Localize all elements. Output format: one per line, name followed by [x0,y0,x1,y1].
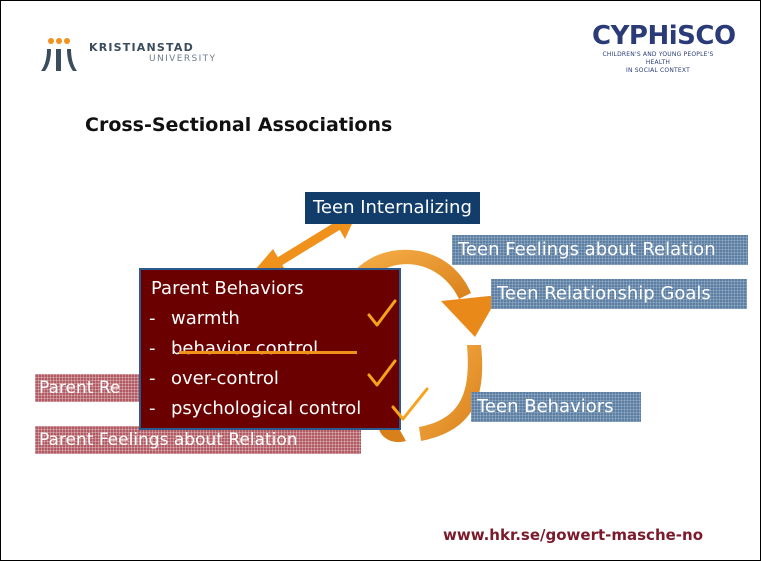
item-dash: - [149,308,156,329]
item-dash: - [149,368,156,389]
item-dash: - [149,398,156,419]
behavior-item-psychological-control: -psychological control [149,398,361,419]
behavior-item-behavior-control: -behavior control [149,338,357,359]
footer-url[interactable]: www.hkr.se/gowert-masche-no [443,526,704,544]
item-dash: - [149,338,156,359]
logo-sub: UNIVERSITY [149,54,217,64]
kristianstad-logo: KRISTIANSTAD UNIVERSITY [37,37,227,77]
behavior-item-warmth: -warmth [149,308,240,329]
parent-feelings-box: Parent Feelings about Relation [35,426,361,454]
cyphisco-tagline-1: Children's and Young People's Health [602,51,714,66]
teen-feelings-box: Teen Feelings about Relation [452,235,748,265]
checkmark-icon [391,387,429,421]
parent-behaviors-box: Parent Behaviors -warmth -behavior contr… [139,268,401,430]
parent-behaviors-heading: Parent Behaviors [151,278,304,299]
slide-title: Cross-Sectional Associations [85,114,393,136]
teen-behaviors-box: Teen Behaviors [471,392,641,422]
teen-goals-box: Teen Relationship Goals [491,279,747,309]
item-label: psychological control [171,398,362,419]
checkmark-icon [367,299,397,327]
cyphisco-brand: CYPHiSCO [592,21,736,51]
cyphisco-tagline-2: in Social Context [626,67,690,74]
item-label: over-control [171,368,279,389]
kristianstad-emblem-icon [41,38,77,71]
item-label: warmth [171,308,240,329]
cyphisco-logo: CYPHiSCO Children's and Young People's H… [592,21,736,74]
strikethrough-line [179,351,357,354]
teen-internalizing-box: Teen Internalizing [305,192,480,224]
checkmark-icon [367,359,397,387]
behavior-item-over-control: -over-control [149,368,279,389]
logo-name: KRISTIANSTAD [89,41,194,54]
